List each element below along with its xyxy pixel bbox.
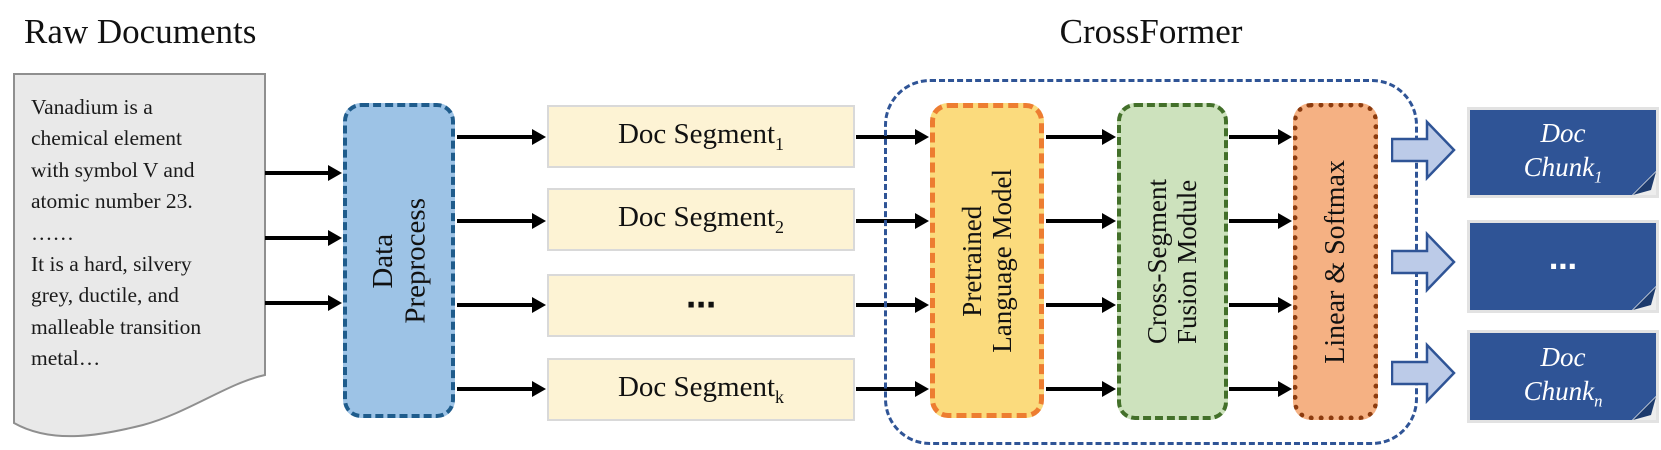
doc-segment-k-box: Doc Segmentk [547, 358, 855, 421]
flow-arrow [1046, 381, 1116, 397]
raw-document-text: Vanadium is a chemical element with symb… [31, 95, 202, 370]
block-arrow-icon [1391, 119, 1456, 181]
pretrained-language-model-label: Pretrained Language Model [956, 168, 1017, 353]
raw-documents-title: Raw Documents [24, 12, 257, 51]
doc-chunk-1-line1: Doc [1540, 117, 1586, 148]
cross-segment-fusion-module-box: Cross-Segment Fusion Module [1117, 103, 1228, 420]
data-preprocess-label: Data Preprocess [366, 197, 431, 324]
linear-softmax-label: Linear & Softmax [1319, 159, 1351, 364]
doc-chunk-n-line2: Chunkn [1523, 375, 1603, 411]
doc-segment-2-box: Doc Segment2 [547, 188, 855, 251]
doc-chunk-n-line1: Doc [1540, 341, 1586, 372]
flow-arrow [265, 230, 342, 246]
doc-chunk-ellipsis-label: ⋯ [1549, 250, 1577, 283]
ellipsis-label: ⋯ [686, 288, 716, 323]
flow-arrow [1046, 129, 1116, 145]
pretrained-language-model-box: Pretrained Language Model [930, 103, 1044, 418]
linear-softmax-box: Linear & Softmax [1293, 103, 1378, 420]
flow-arrow [1229, 213, 1292, 229]
flow-arrow [457, 297, 546, 313]
flow-arrow [457, 381, 546, 397]
block-arrow-icon [1391, 342, 1456, 404]
flow-arrow [1229, 129, 1292, 145]
flow-arrow [1229, 381, 1292, 397]
flow-arrow [457, 213, 546, 229]
folded-corner-icon [1632, 286, 1656, 310]
doc-chunk-1-box: Doc Chunk1 [1467, 107, 1659, 198]
doc-segment-1-box: Doc Segment1 [547, 105, 855, 168]
flow-arrow [1229, 297, 1292, 313]
flow-arrow [265, 295, 342, 311]
data-preprocess-box: Data Preprocess [343, 103, 455, 418]
flow-arrow [457, 129, 546, 145]
cross-segment-fusion-module-label: Cross-Segment Fusion Module [1142, 179, 1203, 344]
doc-chunk-1-line2: Chunk1 [1523, 151, 1603, 187]
doc-chunk-n-box: Doc Chunkn [1467, 330, 1659, 423]
flow-arrow [265, 165, 342, 181]
flow-arrow [1046, 213, 1116, 229]
raw-document-shape-icon [13, 73, 266, 438]
crossformer-title: CrossFormer [1059, 12, 1243, 51]
folded-corner-icon [1632, 396, 1656, 420]
block-arrow-icon [1391, 231, 1456, 293]
folded-corner-icon [1632, 171, 1656, 195]
doc-segment-1-label: Doc Segment [617, 118, 776, 151]
flow-arrow [1046, 297, 1116, 313]
doc-segment-ellipsis-box: ⋯ [547, 274, 855, 337]
doc-chunk-ellipsis-box: ⋯ [1467, 220, 1659, 313]
doc-segment-k-label: Doc Segment [617, 371, 776, 404]
doc-segment-2-label: Doc Segment [617, 201, 776, 234]
